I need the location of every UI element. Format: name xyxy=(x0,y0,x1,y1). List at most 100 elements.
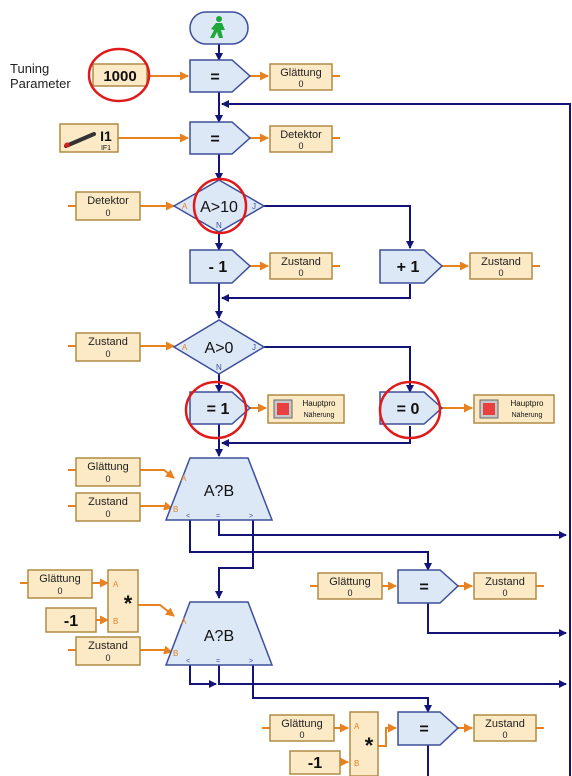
svg-text:Zustand: Zustand xyxy=(485,576,525,588)
svg-text:0: 0 xyxy=(105,474,110,484)
svg-text:=: = xyxy=(210,69,219,86)
svg-text:A: A xyxy=(113,580,119,589)
start-walking-man-icon xyxy=(210,16,225,38)
svg-text:*: * xyxy=(124,591,133,616)
multiply-block[interactable]: A B * xyxy=(107,569,139,633)
constant-minus-one[interactable]: -1 xyxy=(45,607,97,633)
svg-text:0: 0 xyxy=(298,79,303,89)
svg-text:B: B xyxy=(113,617,118,626)
port-yes-label: J xyxy=(252,202,256,211)
assign-zero-command[interactable]: = 0 xyxy=(379,391,444,425)
highlight-circle xyxy=(184,380,248,440)
input-sub: IF1 xyxy=(101,145,111,152)
svg-text:0: 0 xyxy=(105,208,110,218)
decrement-command[interactable]: - 1 xyxy=(189,249,252,284)
svg-text:0: 0 xyxy=(105,509,110,519)
assign-command[interactable]: = xyxy=(397,711,460,746)
svg-text:Detektor: Detektor xyxy=(280,129,322,141)
var-glaettung[interactable]: Glättung 0 xyxy=(269,714,335,742)
svg-text:Detektor: Detektor xyxy=(87,195,129,207)
highlight-circle xyxy=(378,380,442,440)
svg-text:0: 0 xyxy=(105,349,110,359)
highlight-circle xyxy=(87,47,151,103)
svg-text:Zustand: Zustand xyxy=(88,640,128,652)
svg-text:0: 0 xyxy=(502,730,507,740)
svg-text:<: < xyxy=(186,658,190,665)
svg-text:=: = xyxy=(210,131,219,148)
svg-text:A: A xyxy=(181,617,187,626)
start-block[interactable] xyxy=(189,11,249,45)
svg-text:>: > xyxy=(249,513,253,520)
port-no-label: N xyxy=(216,221,222,230)
svg-text:0: 0 xyxy=(57,586,62,596)
var-zustand[interactable]: Zustand 0 xyxy=(75,332,141,362)
input-name: I1 xyxy=(100,128,112,144)
svg-text:A: A xyxy=(354,722,360,731)
svg-text:= 0: = 0 xyxy=(397,401,420,418)
port-yes-label: J xyxy=(252,343,256,352)
var-glaettung[interactable]: Glättung 0 xyxy=(27,569,93,599)
lamp-output[interactable]: Hauptpro Näherung xyxy=(267,394,345,424)
svg-text:*: * xyxy=(365,733,374,758)
svg-text:0: 0 xyxy=(298,141,303,151)
port-a-label: A xyxy=(182,343,188,352)
increment-command[interactable]: + 1 xyxy=(379,249,444,284)
svg-text:0: 0 xyxy=(298,268,303,278)
svg-text:=: = xyxy=(216,513,220,520)
svg-text:>: > xyxy=(249,658,253,665)
port-a-label: A xyxy=(182,202,188,211)
var-detektor[interactable]: Detektor 0 xyxy=(269,125,333,153)
assign-one-command[interactable]: = 1 xyxy=(189,391,252,425)
input-i1[interactable]: I1 IF1 xyxy=(59,123,119,153)
svg-text:<: < xyxy=(186,513,190,520)
assign-command[interactable]: = xyxy=(397,569,460,604)
svg-text:Glättung: Glättung xyxy=(280,67,322,79)
svg-text:A?B: A?B xyxy=(204,628,234,645)
svg-text:-1: -1 xyxy=(64,613,78,630)
constant-minus-one[interactable]: -1 xyxy=(289,750,341,775)
var-glaettung[interactable]: Glättung 0 xyxy=(317,572,383,600)
var-zustand[interactable]: Zustand 0 xyxy=(75,636,141,666)
branch-condition: A>0 xyxy=(205,340,234,357)
svg-text:= 1: = 1 xyxy=(207,401,230,418)
var-detektor[interactable]: Detektor 0 xyxy=(75,191,141,221)
assign-command[interactable]: = xyxy=(189,121,252,155)
svg-text:-1: -1 xyxy=(308,755,322,772)
tuning-value: 1000 xyxy=(103,68,136,85)
svg-text:B: B xyxy=(173,649,178,658)
svg-text:Näherung: Näherung xyxy=(512,412,543,419)
svg-text:0: 0 xyxy=(502,588,507,598)
branch-a-gt-10[interactable]: A>10 A J N xyxy=(172,179,266,233)
svg-text:Zustand: Zustand xyxy=(281,256,321,268)
svg-text:- 1: - 1 xyxy=(209,259,228,276)
branch-a-gt-0[interactable]: A>0 A J N xyxy=(172,319,266,375)
svg-text:Glättung: Glättung xyxy=(281,718,323,730)
compare-block[interactable]: A?B A B < = > xyxy=(164,601,274,666)
var-glaettung[interactable]: Glättung 0 xyxy=(269,63,333,91)
flow-wires xyxy=(189,44,571,776)
tuning-label-line2: Parameter xyxy=(10,76,71,91)
var-zustand[interactable]: Zustand 0 xyxy=(473,572,537,600)
phototransistor-icon xyxy=(64,132,96,148)
svg-text:+ 1: + 1 xyxy=(397,259,420,276)
branch-condition: A>10 xyxy=(200,199,238,216)
var-glaettung[interactable]: Glättung 0 xyxy=(75,457,141,487)
compare-block[interactable]: A?B A B < = > xyxy=(164,457,274,521)
var-zustand[interactable]: Zustand 0 xyxy=(469,252,533,280)
svg-text:Glättung: Glättung xyxy=(87,461,129,473)
multiply-block[interactable]: A B * xyxy=(349,711,379,776)
tuning-label-line1: Tuning xyxy=(10,61,49,76)
svg-text:Zustand: Zustand xyxy=(485,718,525,730)
var-zustand[interactable]: Zustand 0 xyxy=(75,492,141,522)
var-zustand[interactable]: Zustand 0 xyxy=(473,714,537,742)
svg-text:Glättung: Glättung xyxy=(329,576,371,588)
svg-text:Zustand: Zustand xyxy=(481,256,521,268)
lamp-output[interactable]: Hauptpro Näherung xyxy=(473,394,555,424)
svg-text:Zustand: Zustand xyxy=(88,496,128,508)
var-zustand[interactable]: Zustand 0 xyxy=(269,252,333,280)
svg-text:=: = xyxy=(419,721,428,738)
assign-command[interactable]: = xyxy=(189,59,252,93)
svg-text:=: = xyxy=(419,579,428,596)
tuning-constant[interactable]: 1000 xyxy=(92,63,148,87)
